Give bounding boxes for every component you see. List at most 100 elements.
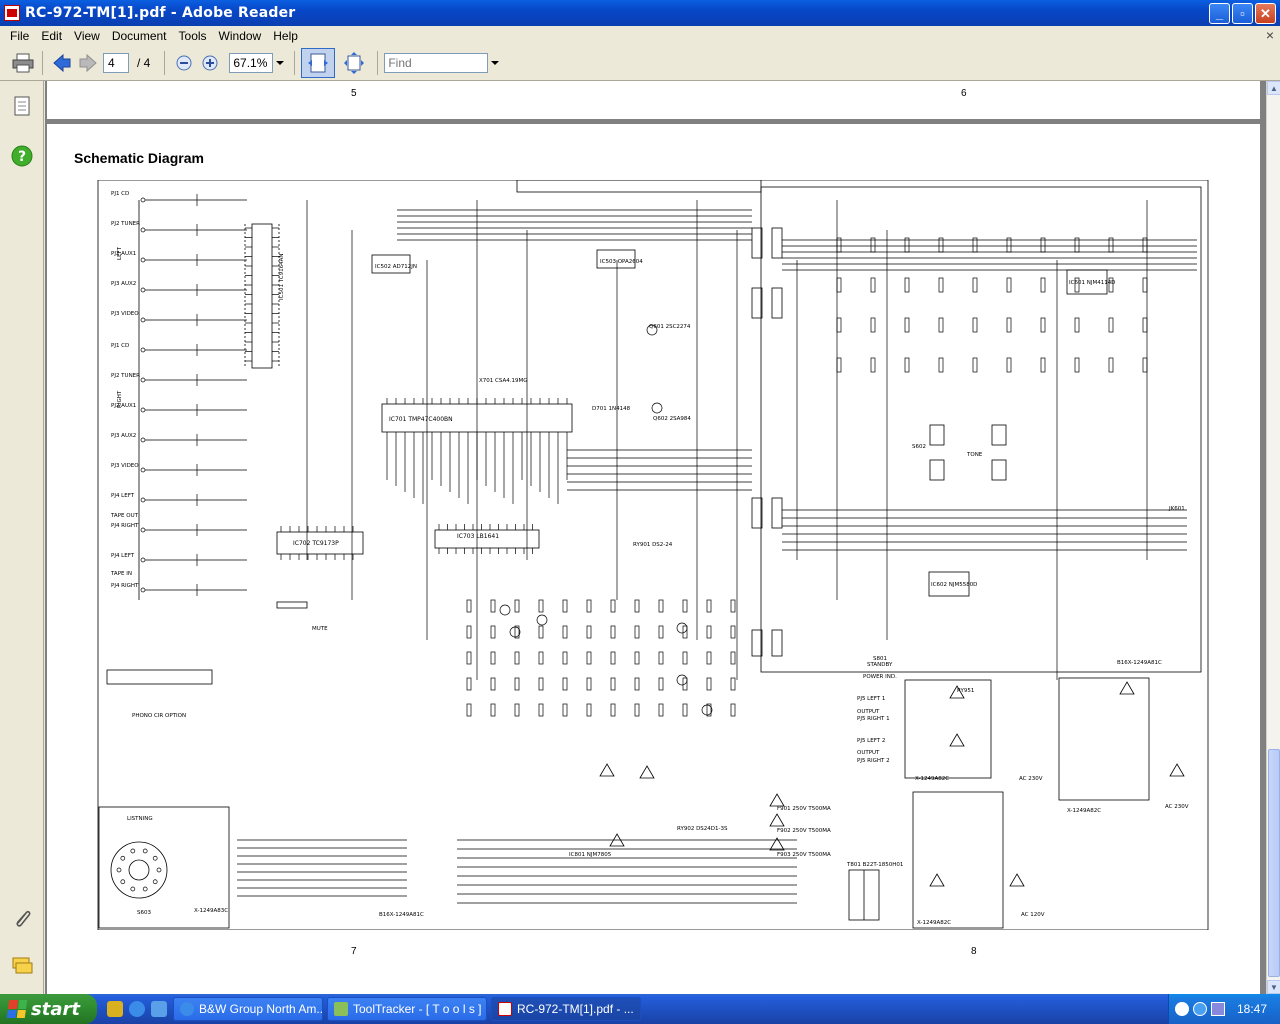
- label-pj5-left2: PJ5 LEFT 2: [857, 738, 885, 744]
- label-x1249-a82c-3: X-1249A82C: [917, 920, 951, 926]
- navigation-pane: ?: [0, 81, 44, 994]
- maximize-button[interactable]: ▫: [1232, 3, 1253, 24]
- menu-edit[interactable]: Edit: [41, 28, 63, 43]
- pages-panel-button[interactable]: [11, 95, 33, 117]
- previous-page-button[interactable]: [49, 50, 75, 76]
- internet-explorer-icon: [180, 1002, 194, 1016]
- close-button[interactable]: ✕: [1255, 3, 1276, 24]
- label-x1249-a82c: X-1249A82C: [915, 776, 949, 782]
- label-pj2-tuner-right: PJ2 TUNER: [111, 373, 140, 379]
- find-input[interactable]: [384, 52, 489, 73]
- label-f903: F903 250V T500MA: [777, 852, 831, 858]
- fit-width-icon: [308, 53, 329, 72]
- previous-page-bottom: 5 6: [47, 81, 1260, 119]
- label-ic601: IC601 NJM4114D: [1069, 280, 1115, 286]
- label-listning: LISTNING: [127, 816, 153, 822]
- schematic-diagram: PJ1 CD PJ2 TUNER PJ2 AUX1 PJ3 AUX2 PJ3 V…: [97, 180, 1209, 930]
- toolbar: / 4: [0, 45, 1280, 81]
- label-ic501: IC501 TC9164AN: [279, 254, 285, 300]
- menu-help[interactable]: Help: [273, 28, 298, 43]
- internet-explorer-icon[interactable]: [129, 1001, 145, 1017]
- scroll-thumb[interactable]: [1268, 749, 1280, 977]
- label-ry902: RY902 DS24D1-3S: [677, 826, 728, 832]
- network-icon[interactable]: [1193, 1002, 1207, 1016]
- label-pj4-right: PJ4 RIGHT: [111, 523, 139, 529]
- label-pj4-left-in: PJ4 LEFT: [111, 553, 135, 559]
- menu-view[interactable]: View: [74, 28, 100, 43]
- page-number-input[interactable]: [103, 52, 129, 73]
- fit-width-button[interactable]: [301, 47, 336, 78]
- label-pj1-cd-right: PJ1 CD: [111, 343, 129, 349]
- label-tape-out: TAPE OUT: [110, 513, 139, 519]
- label-power-ind: POWER IND.: [863, 674, 897, 680]
- label-pj3-video-right: PJ3 VIDEO: [111, 463, 139, 469]
- label-jk601: JK601: [1168, 506, 1185, 512]
- start-button[interactable]: start: [0, 994, 97, 1024]
- window-titlebar[interactable]: RC-972-TM[1].pdf - Adobe Reader _ ▫ ✕: [0, 0, 1280, 26]
- speaker-icon[interactable]: [1211, 1002, 1225, 1016]
- label-pj1-cd: PJ1 CD: [111, 191, 129, 197]
- label-phono: PHONO CIR OPTION: [132, 713, 186, 719]
- label-f901: F901 250V T500MA: [777, 806, 831, 812]
- label-q602: Q602 2SA984: [653, 416, 691, 422]
- menu-window[interactable]: Window: [218, 28, 262, 43]
- printer-icon: [12, 53, 34, 72]
- label-tone: TONE: [966, 452, 983, 458]
- comments-panel-button[interactable]: [11, 955, 33, 977]
- zoom-in-icon: [202, 55, 218, 70]
- menu-bar: File Edit View Document Tools Window Hel…: [0, 26, 1280, 45]
- zoom-in-button[interactable]: [197, 50, 223, 76]
- task-adobe-reader[interactable]: RC-972-TM[1].pdf - ...: [491, 997, 641, 1021]
- label-pj4-right-in: PJ4 RIGHT: [111, 583, 139, 589]
- fit-page-button[interactable]: [341, 50, 367, 76]
- paperclip-icon: [16, 910, 31, 927]
- outlook-icon[interactable]: [151, 1001, 167, 1017]
- zoom-out-button[interactable]: [171, 50, 197, 76]
- find-dropdown-icon[interactable]: [491, 60, 500, 65]
- label-ry901: RY901 DS2-24: [633, 542, 673, 548]
- label-pj2-tuner: PJ2 TUNER: [111, 221, 140, 227]
- label-ic503: IC503 OPA2604: [600, 259, 643, 265]
- help-panel-button[interactable]: ?: [11, 145, 33, 167]
- windows-logo-icon: [6, 1000, 28, 1018]
- menu-file[interactable]: File: [10, 28, 30, 43]
- label-s801: S801: [873, 656, 887, 662]
- label-d701: D701 1N4148: [592, 406, 631, 412]
- minimize-button[interactable]: _: [1209, 3, 1230, 24]
- menu-tools[interactable]: Tools: [178, 28, 207, 43]
- task-tooltracker[interactable]: ToolTracker - [ T o o l s ]: [327, 997, 487, 1021]
- lock-icon[interactable]: [107, 1001, 123, 1017]
- label-pj5-left1: PJ5 LEFT 1: [857, 696, 885, 702]
- label-pj5-right2: PJ5 RIGHT 2: [857, 758, 890, 764]
- label-s602: S602: [912, 444, 926, 450]
- comments-icon: [12, 957, 33, 974]
- label-ry951: RY951: [957, 688, 974, 694]
- zoom-level-input[interactable]: [229, 52, 274, 73]
- label-ic702: IC702 TC9173P: [293, 540, 339, 547]
- scroll-down-button[interactable]: ▼: [1267, 980, 1280, 994]
- print-button[interactable]: [10, 50, 36, 76]
- scroll-up-button[interactable]: ▲: [1267, 81, 1280, 95]
- page-number: 5: [351, 88, 357, 99]
- next-page-button[interactable]: [75, 50, 101, 76]
- vertical-scrollbar[interactable]: ▲ ▼: [1266, 81, 1280, 994]
- tray-arrow-icon[interactable]: [1175, 1002, 1189, 1016]
- label-mute: MUTE: [312, 626, 328, 632]
- help-icon: ?: [11, 145, 33, 167]
- menu-document[interactable]: Document: [111, 28, 167, 43]
- document-view[interactable]: 5 6 Schematic Diagram: [45, 81, 1266, 994]
- document-close-icon[interactable]: ×: [1265, 27, 1274, 43]
- label-pj4-left: PJ4 LEFT: [111, 493, 135, 499]
- label-ic701: IC701 TMP47C400BN: [389, 416, 453, 423]
- page-number: 7: [351, 946, 357, 957]
- fit-page-icon: [344, 51, 365, 74]
- task-bw-group[interactable]: B&W Group North Am...: [173, 997, 323, 1021]
- zoom-dropdown-icon[interactable]: [276, 60, 285, 65]
- label-b16x-b: B16X-1249A81C: [1117, 660, 1162, 666]
- attachments-panel-button[interactable]: [11, 907, 33, 929]
- label-ic502: IC502 AD712JN: [375, 264, 417, 270]
- label-x1249-a83c: X-1249A83C: [194, 908, 228, 914]
- zoom-out-icon: [176, 55, 192, 70]
- pdf-page: Schematic Diagram: [47, 124, 1260, 994]
- window-title: RC-972-TM[1].pdf - Adobe Reader: [25, 5, 296, 21]
